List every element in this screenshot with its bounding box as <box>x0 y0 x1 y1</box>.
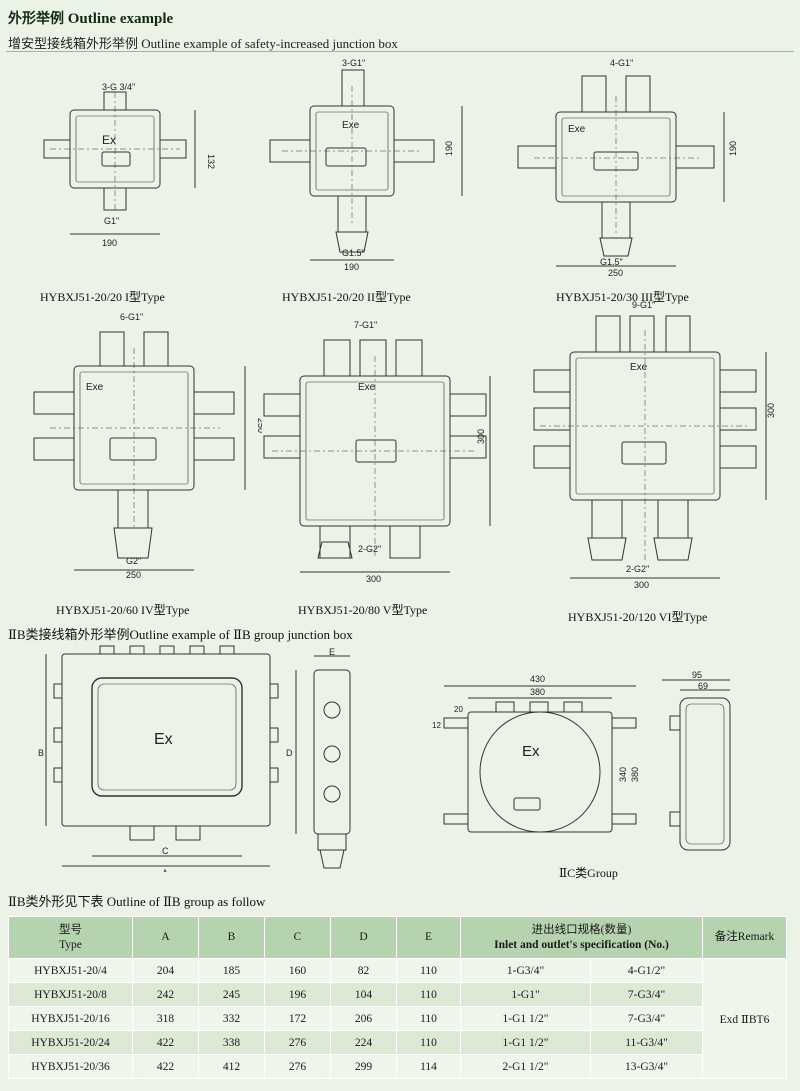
caption-iic: ⅡC类Group <box>559 866 618 880</box>
dim-c: C <box>162 846 169 856</box>
figure-type-3: 4-G1" Exe G1.5" 250 190 <box>517 58 738 278</box>
outlet-label: G1.5" <box>342 248 365 258</box>
table-title: ⅡB类外形见下表 Outline of ⅡB group as follow <box>8 894 266 909</box>
remark-cell: Exd ⅡBT6 <box>702 958 787 1079</box>
figure-type-6: 9-G1" Exe 2-G2" 300 300 <box>533 300 776 590</box>
page-title: 外形举例 Outline example <box>8 8 173 28</box>
dim-69: 69 <box>698 681 708 691</box>
inlet-label: 6-G1" <box>120 312 143 322</box>
height-dim: 132 <box>206 154 216 169</box>
title-en: Outline example <box>67 11 174 27</box>
outlet-label: G2" <box>126 556 141 566</box>
inlet-gland <box>103 91 127 111</box>
header-a: A <box>132 916 199 959</box>
dim-430: 430 <box>530 674 545 684</box>
outlet-label: 2-G2" <box>358 544 381 554</box>
side-gland-left <box>43 139 71 159</box>
inlet-label: 4-G1" <box>610 58 633 68</box>
width-dim: 190 <box>102 238 117 248</box>
figure-type-2: 3-G1" Exe G1.5" 190 190 <box>269 58 463 272</box>
dim-340: 340 <box>618 767 628 782</box>
inlet-label: 3-G1" <box>342 58 365 68</box>
inlet-label: 7-G1" <box>354 320 377 330</box>
height-dim: 190 <box>444 141 454 156</box>
width-dim: 300 <box>634 580 649 590</box>
title-cn: 外形举例 <box>8 11 64 27</box>
dim-e: E <box>329 647 335 657</box>
dim-12: 12 <box>432 721 441 730</box>
header-remark: 备注Remark <box>702 916 787 959</box>
header-divider <box>6 51 794 52</box>
height-dim: 190 <box>728 141 738 156</box>
caption-type-4: HYBXJ51-20/60 IV型Type <box>56 603 190 617</box>
exe-mark: Exe <box>568 124 586 135</box>
width-dim: 300 <box>366 574 381 584</box>
inlet-label: 9-G1" <box>632 300 655 310</box>
ex-mark: Ex <box>154 731 173 748</box>
figure-type-1: 3-G 3/4" Ex G1" 190 132 <box>43 82 216 248</box>
width-dim: 250 <box>608 268 623 278</box>
dim-380: 380 <box>530 687 545 697</box>
page-subtitle: 增安型接线箱外形举例 Outline example of safety-inc… <box>8 36 398 51</box>
figure-iic-front: 430 380 20 12 Ex 340 380 <box>432 674 640 833</box>
width-dim: 250 <box>126 570 141 580</box>
outlet-label: G1.5" <box>600 257 623 267</box>
exe-mark: Exe <box>342 120 360 131</box>
caption-type-1: HYBXJ51-20/20 I型Type <box>40 290 165 304</box>
caption-type-3: HYBXJ51-20/30 III型Type <box>556 290 689 304</box>
figure-iib-side: E D <box>286 647 351 869</box>
outlet-label: 2-G2" <box>626 564 649 574</box>
width-dim: 190 <box>344 262 359 272</box>
height-dim: 300 <box>766 403 776 418</box>
outlet-label: G1" <box>104 216 119 226</box>
dim-d: D <box>286 748 293 758</box>
dim-20: 20 <box>454 705 463 714</box>
ex-mark: Ex <box>102 133 116 147</box>
exe-mark: Exe <box>86 382 104 393</box>
caption-type-5: HYBXJ51-20/80 V型Type <box>298 603 428 617</box>
header-e: E <box>396 916 461 959</box>
figure-iic-side: 95 69 <box>662 670 731 851</box>
height-dim: 300 <box>476 429 486 444</box>
header-d: D <box>330 916 397 959</box>
exe-mark: Exe <box>630 362 648 373</box>
header-spec: 进出线口规格(数量)Inlet and outlet's specificati… <box>460 916 703 959</box>
outlet-gland <box>103 187 127 211</box>
inlet-label: 3-G 3/4" <box>102 82 135 92</box>
header-c: C <box>264 916 331 959</box>
figure-iib-front: Ex B C A <box>38 645 279 872</box>
dim-380-v: 380 <box>630 767 640 782</box>
exe-mark: Exe <box>358 382 376 393</box>
dim-b: B <box>38 748 44 758</box>
dim-a: A <box>162 868 168 872</box>
header-b: B <box>198 916 265 959</box>
iib-section-title: ⅡB类接线箱外形举例Outline example of ⅡB group ju… <box>8 627 353 642</box>
height-dim: 250 <box>256 418 262 433</box>
caption-type-6: HYBXJ51-20/120 VI型Type <box>568 610 708 624</box>
figure-type-4: 6-G1" Exe G2" 250 250 <box>33 312 262 580</box>
figure-type-5: 7-G1" Exe 2-G2" 300 300 <box>263 320 491 584</box>
caption-type-2: HYBXJ51-20/20 II型Type <box>282 290 411 304</box>
side-gland-right <box>159 139 187 159</box>
ex-mark: Ex <box>522 743 540 760</box>
dim-95: 95 <box>692 670 702 680</box>
